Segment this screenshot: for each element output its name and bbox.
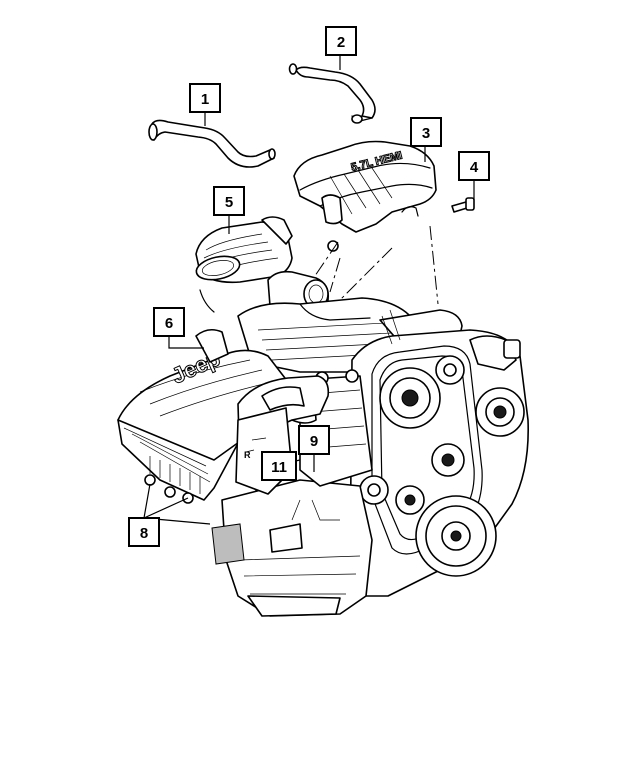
callout-6: 6 bbox=[153, 307, 185, 337]
svg-text:R: R bbox=[244, 450, 251, 460]
callout-1: 1 bbox=[189, 83, 221, 113]
callout-11: 11 bbox=[261, 451, 297, 481]
callout-3: 3 bbox=[410, 117, 442, 147]
callout-4: 4 bbox=[458, 151, 490, 181]
callout-9-text: 9 bbox=[310, 433, 318, 450]
engine-cover: 5.7L HEMI bbox=[293, 140, 437, 252]
callout-4-text: 4 bbox=[470, 159, 479, 176]
callout-2: 2 bbox=[325, 26, 357, 56]
callout-8: 8 bbox=[128, 517, 160, 547]
callout-5-text: 5 bbox=[225, 194, 233, 211]
callout-6-text: 6 bbox=[165, 315, 173, 332]
callout-8-text: 8 bbox=[140, 525, 148, 542]
upper-vent-hose bbox=[288, 63, 376, 124]
engine-assembly bbox=[211, 270, 529, 617]
callout-9: 9 bbox=[298, 425, 330, 455]
callout-11-text: 11 bbox=[271, 459, 287, 476]
callout-3-text: 3 bbox=[422, 125, 430, 142]
air-intake-duct bbox=[195, 216, 293, 313]
callout-2-text: 2 bbox=[337, 34, 345, 51]
callout-5: 5 bbox=[213, 186, 245, 216]
cover-bolt bbox=[451, 197, 475, 213]
air-cleaner-housing: Jeep R bbox=[117, 328, 330, 504]
callout-1-text: 1 bbox=[201, 91, 209, 108]
lower-vent-hose bbox=[148, 119, 276, 168]
